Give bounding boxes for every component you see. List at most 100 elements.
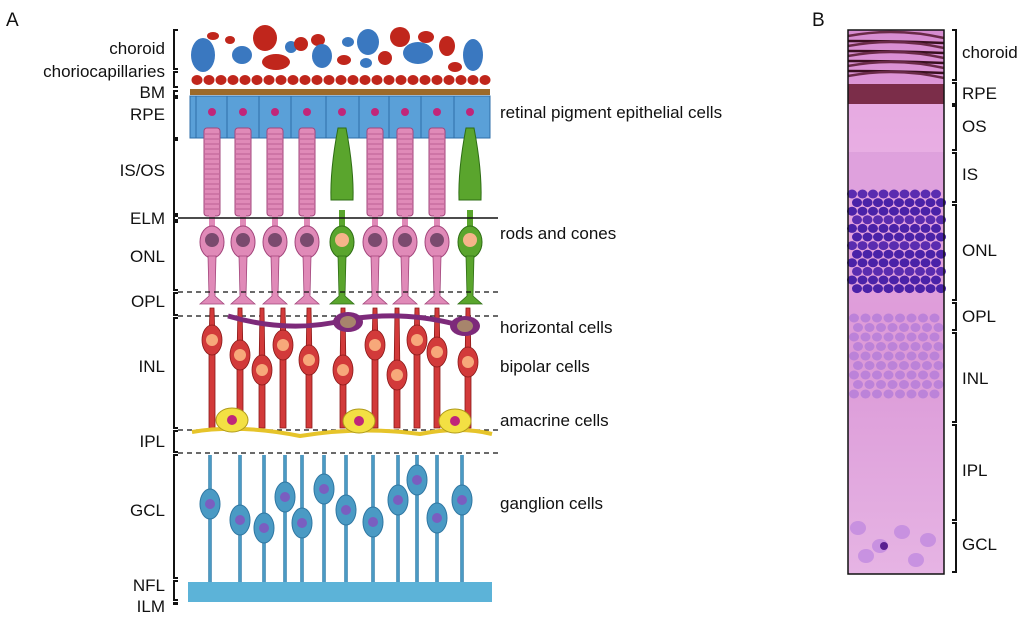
- choroid-vessel: [418, 31, 434, 43]
- label-choriocapillaries: choriocapillaries: [43, 62, 165, 81]
- choroid-vessel: [312, 44, 332, 68]
- capillary: [467, 75, 479, 85]
- cell-type-labels: retinal pigment epithelial cells rods an…: [500, 103, 722, 513]
- capillary: [347, 75, 359, 85]
- label-rpe-b: RPE: [962, 84, 997, 103]
- choroid-vessel: [232, 46, 252, 64]
- label-ipl-a: IPL: [139, 432, 165, 451]
- capillary: [287, 75, 299, 85]
- capillary: [431, 75, 443, 85]
- capillary: [395, 75, 407, 85]
- capillary: [239, 75, 251, 85]
- label-elm: ELM: [130, 209, 165, 228]
- choroid-vessel: [342, 37, 354, 47]
- capillary: [251, 75, 263, 85]
- label-is: IS: [962, 165, 978, 184]
- capillary: [407, 75, 419, 85]
- rpe-nucleus: [466, 108, 474, 116]
- label-ganglion-cells: ganglion cells: [500, 494, 603, 513]
- panel-b-letter: B: [812, 10, 825, 31]
- rpe-nucleus: [208, 108, 216, 116]
- choroid-vessel: [337, 55, 351, 65]
- choroid-vessel: [191, 38, 215, 72]
- label-choroid-a: choroid: [109, 39, 165, 58]
- horizontal-cells: [227, 312, 480, 336]
- label-ipl-b: IPL: [962, 461, 988, 480]
- label-ilm: ILM: [137, 597, 165, 616]
- choroid-vessel: [225, 36, 235, 44]
- panel-a-letter: A: [6, 10, 19, 31]
- label-gcl-b: GCL: [962, 535, 997, 554]
- label-horizontal-cells: horizontal cells: [500, 318, 612, 337]
- rpe-nucleus: [371, 108, 379, 116]
- layer-brackets: [173, 29, 178, 605]
- layer-labels-b: choroid RPE OS IS ONL OPL INL IPL GCL: [962, 43, 1018, 554]
- bruchs-membrane: [190, 89, 490, 95]
- capillary: [323, 75, 335, 85]
- capillary: [455, 75, 467, 85]
- layer-labels-a: choroid choriocapillaries BM RPE IS/OS E…: [43, 39, 165, 616]
- rpe-nucleus: [401, 108, 409, 116]
- choroid-vessel: [294, 37, 308, 51]
- rpe-nucleus: [303, 108, 311, 116]
- choroid-vessel: [357, 29, 379, 55]
- label-rpe-a: RPE: [130, 105, 165, 124]
- label-choroid-b: choroid: [962, 43, 1018, 62]
- label-rods-cones: rods and cones: [500, 224, 616, 243]
- capillary: [215, 75, 227, 85]
- rpe-nucleus: [433, 108, 441, 116]
- label-opl-b: OPL: [962, 307, 996, 326]
- label-onl-b: ONL: [962, 241, 997, 260]
- capillary: [335, 75, 347, 85]
- label-isos: IS/OS: [120, 161, 165, 180]
- choroid-vessel: [390, 27, 410, 47]
- rpe-nucleus: [271, 108, 279, 116]
- choroid-vessel: [463, 39, 483, 71]
- capillary: [203, 75, 215, 85]
- capillary: [227, 75, 239, 85]
- capillary: [419, 75, 431, 85]
- choroid-vessel: [360, 58, 372, 68]
- capillary: [311, 75, 323, 85]
- capillary: [443, 75, 455, 85]
- capillary: [371, 75, 383, 85]
- label-inl-b: INL: [962, 369, 988, 388]
- label-nfl: NFL: [133, 576, 165, 595]
- choroid-vessel: [378, 51, 392, 65]
- rpe-nucleus: [338, 108, 346, 116]
- ganglion-cells: [199, 455, 489, 593]
- choroid-vessel: [403, 42, 433, 64]
- bipolar-cells: [201, 307, 479, 429]
- layer-brackets-b: [952, 29, 957, 573]
- choroid-vessel: [253, 25, 277, 51]
- choriocapillaries-row: [191, 75, 491, 85]
- label-bipolar-cells: bipolar cells: [500, 357, 590, 376]
- capillary: [299, 75, 311, 85]
- nerve-fiber-layer: [188, 582, 492, 602]
- capillary: [359, 75, 371, 85]
- label-opl-a: OPL: [131, 292, 165, 311]
- label-onl-a: ONL: [130, 247, 165, 266]
- label-amacrine-cells: amacrine cells: [500, 411, 609, 430]
- capillary: [191, 75, 203, 85]
- choroid-vessel: [448, 62, 462, 72]
- choroid-vessel: [439, 36, 455, 56]
- capillary: [263, 75, 275, 85]
- choroid-vessel: [311, 34, 325, 46]
- capillary: [275, 75, 287, 85]
- histology-border: [847, 29, 945, 575]
- amacrine-cells: [191, 407, 493, 439]
- label-bm: BM: [140, 83, 166, 102]
- choroid-vessels: [191, 25, 483, 72]
- rpe-nucleus: [239, 108, 247, 116]
- label-rpe-cells: retinal pigment epithelial cells: [500, 103, 722, 122]
- choroid-vessel: [207, 32, 219, 40]
- photoreceptor-cells: [198, 127, 484, 305]
- label-inl-a: INL: [139, 357, 165, 376]
- capillary: [383, 75, 395, 85]
- choroid-vessel: [262, 54, 290, 70]
- label-os: OS: [962, 117, 987, 136]
- histology-section: [847, 29, 946, 575]
- capillary: [479, 75, 491, 85]
